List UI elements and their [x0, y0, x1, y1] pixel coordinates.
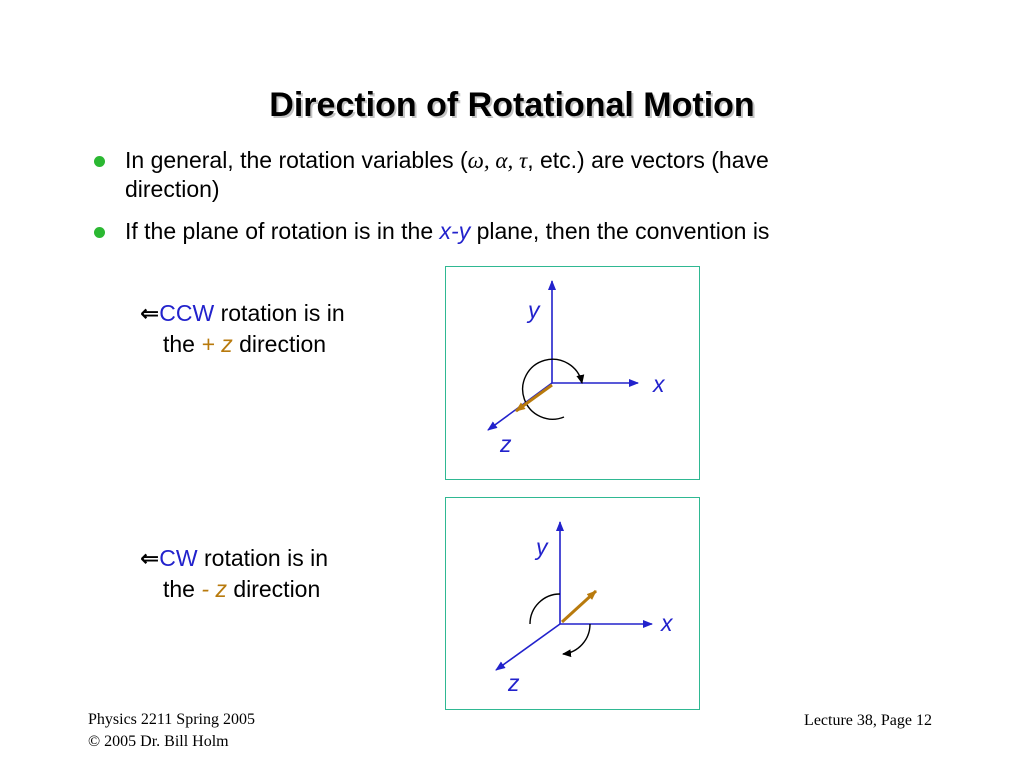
cw-rule-prefix: the: [163, 576, 202, 602]
footer-course-info: Physics 2211 Spring 2005 © 2005 Dr. Bill…: [88, 709, 255, 753]
x-axis-label: x: [661, 610, 673, 636]
bullet-2-text-after: plane, then the convention is: [470, 218, 770, 244]
negative-z-vector: [560, 589, 598, 624]
bullet-1-text-before: In general, the rotation variables (: [125, 147, 468, 173]
x-axis-label: x: [653, 371, 665, 397]
cw-rule-suffix: direction: [226, 576, 321, 602]
rotation-arc-cw: [529, 593, 591, 658]
cw-sign: -: [201, 576, 210, 602]
rotation-arc-ccw: [521, 358, 585, 420]
z-axis-arrow: [495, 623, 561, 671]
ccw-axes-diagram: y x z: [445, 266, 700, 480]
cw-axis: z: [215, 576, 227, 602]
cw-rule-text1: rotation is in: [197, 545, 329, 571]
bullet-text-1-line2: direction): [125, 176, 220, 202]
cw-rule-line2: the - z direction: [163, 574, 320, 604]
cw-rule: ⇐CW rotation is in: [140, 543, 328, 573]
y-axis-label: y: [536, 534, 548, 560]
ccw-rule: ⇐CCW rotation is in: [140, 298, 345, 328]
footer-course: Physics 2211 Spring 2005: [88, 711, 255, 728]
ccw-rule-prefix: the: [163, 331, 202, 357]
footer-page-number: Lecture 38, Page 12: [804, 712, 932, 729]
z-axis-label: z: [500, 431, 512, 457]
bullet-dot: [94, 156, 105, 167]
left-arrow-icon: ⇐: [140, 545, 160, 571]
left-arrow-icon: ⇐: [140, 300, 160, 326]
bullet-2-text-before: If the plane of rotation is in the: [125, 218, 440, 244]
z-axis-label: z: [508, 670, 520, 696]
footer-copyright: © 2005 Dr. Bill Holm: [88, 733, 229, 750]
ccw-sign: +: [201, 331, 215, 357]
ccw-axis: z: [221, 331, 233, 357]
bullet-text-2: If the plane of rotation is in the x-y p…: [125, 217, 769, 245]
bullet-dot: [94, 227, 105, 238]
ccw-rule-suffix: direction: [232, 331, 327, 357]
plane-axes: x-y: [439, 218, 471, 244]
cw-label: CW: [159, 545, 198, 571]
bullet-text-1: In general, the rotation variables (ω, α…: [125, 146, 769, 175]
cw-axes-drawing: [495, 521, 653, 671]
ccw-label: CCW: [159, 300, 215, 326]
slide-title: Direction of Rotational Motion: [269, 86, 755, 124]
positive-z-vector: [515, 383, 553, 413]
ccw-rule-text1: rotation is in: [214, 300, 345, 326]
ccw-axes-drawing: [487, 280, 639, 431]
cw-axes-diagram: y x z: [445, 497, 700, 710]
ccw-rule-line2: the + z direction: [163, 329, 326, 359]
rotation-symbols: ω, α, τ: [467, 148, 528, 173]
y-axis-label: y: [528, 297, 540, 323]
bullet-1-text-after: , etc.) are vectors (have: [527, 147, 769, 173]
